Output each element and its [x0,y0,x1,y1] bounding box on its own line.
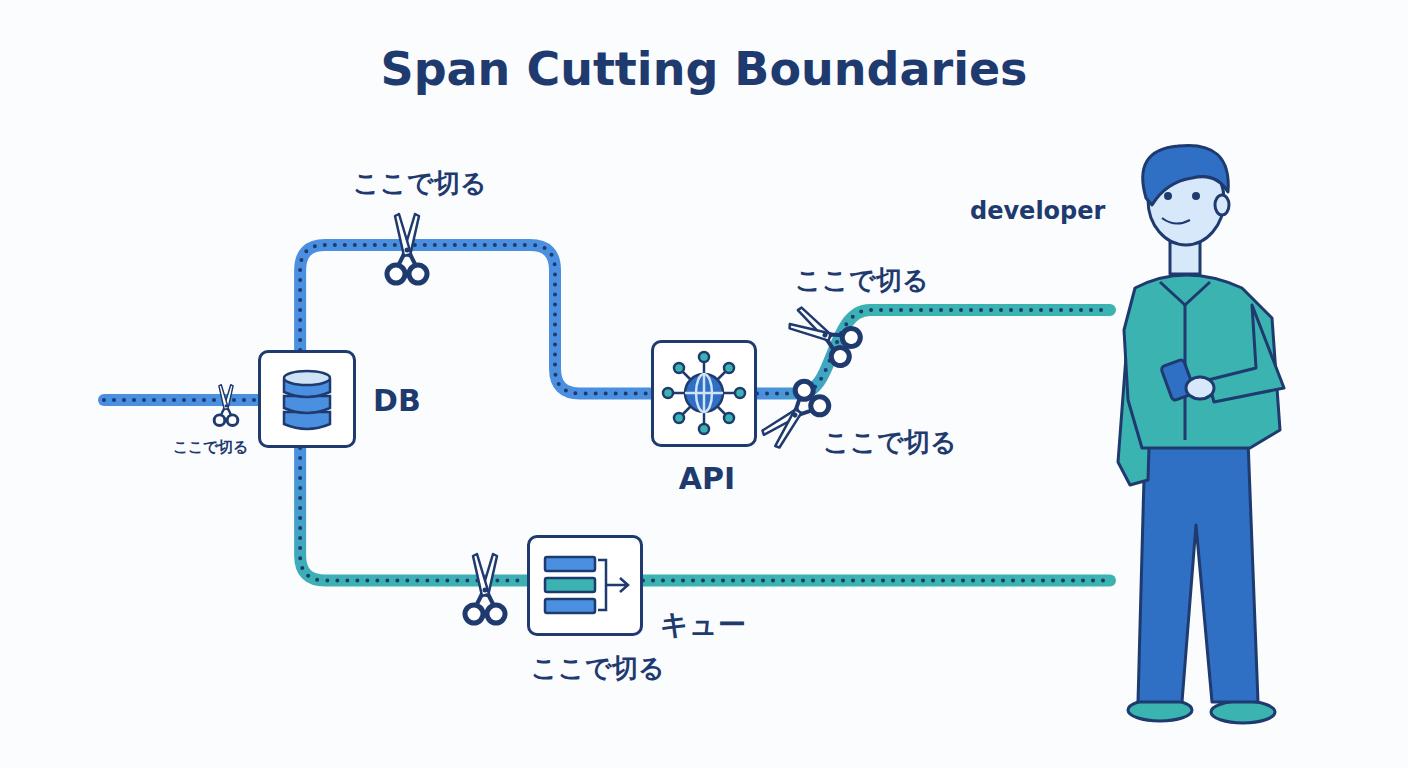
developer-node: developer [1110,145,1290,725]
diagram-title: Span Cutting Boundaries [0,42,1408,96]
api-box: API [651,340,757,447]
node-label: DB [373,383,421,418]
node-label: キュー [660,606,746,644]
connector-line [643,574,1110,586]
scissors-icon [214,385,238,426]
api-globe-icon [663,352,745,434]
db-box: DB [258,350,356,448]
connector-dots [300,448,527,580]
developer-figure [1118,145,1284,723]
connector-dots [757,310,1110,394]
trace-connector [643,580,1110,581]
trace-connector [757,310,1110,394]
cut-label: ここで切る [531,651,665,686]
database-icon [284,371,330,429]
node-label: API [654,461,760,496]
queue-icon [545,557,628,613]
scissors-icon [465,554,505,623]
node-label: developer [970,197,1105,225]
cut-label: ここで切る [353,166,487,201]
scissors-icon [755,378,832,455]
cut-label: ここで切る [823,425,957,460]
cut-label: ここで切る [173,438,248,457]
connector-line [300,448,527,580]
connector-dots [643,578,1110,582]
trace-connector [300,448,527,580]
queue-box: キュー [527,535,643,636]
cut-label: ここで切る [795,263,929,298]
incoming-wire [104,400,258,401]
scissors-icon [387,214,427,283]
scissors-icon [784,300,864,369]
connector-line [757,310,1110,394]
